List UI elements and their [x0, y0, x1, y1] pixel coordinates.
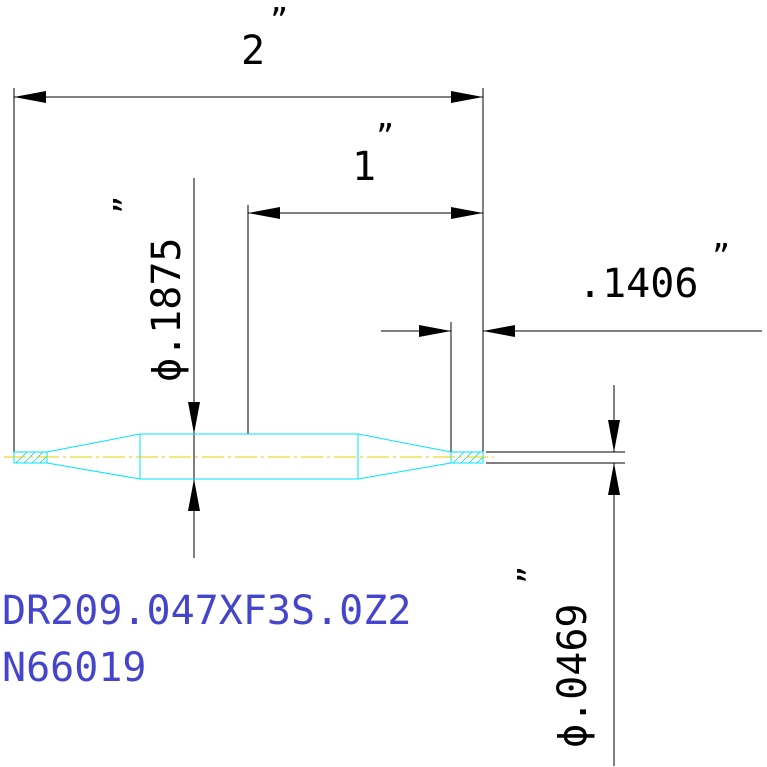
dim-tip-diameter: ϕ.0469 ”	[513, 385, 620, 766]
part-code-label: N66019	[2, 645, 147, 691]
dim-text-body-diameter: ϕ.1875	[144, 238, 190, 383]
arrow-tip-down	[608, 420, 620, 452]
part-number-label: DR209.047XF3S.0Z2	[2, 588, 411, 634]
arrow-left-overall	[14, 91, 46, 103]
arrow-diameter-up	[188, 479, 200, 511]
arrow-right-taper	[451, 207, 483, 219]
dim-end-length: .1406 ”	[381, 239, 762, 337]
dim-body-diameter: ϕ.1875 ”	[109, 196, 200, 511]
dim-text-tip-diameter: ϕ.0469	[550, 604, 596, 749]
inch-mark-body-diameter: ”	[109, 196, 144, 214]
dim-text-end: .1406	[578, 261, 698, 307]
arrow-tip-up	[608, 463, 620, 495]
arrow-right-overall	[451, 91, 483, 103]
dim-taper-length: 1 ”	[248, 119, 483, 219]
arrow-end-left	[419, 325, 451, 337]
left-taper-bottom	[46, 462, 452, 480]
arrow-end-right	[483, 325, 515, 337]
part-labels: DR209.047XF3S.0Z2 N66019	[2, 588, 411, 691]
arrow-diameter-down	[188, 402, 200, 434]
inch-mark-overall: ”	[270, 3, 288, 38]
dim-text-taper: 1	[352, 144, 376, 190]
extension-lines	[13, 88, 625, 558]
dim-overall-length: 2 ”	[14, 3, 483, 103]
inch-mark-tip-diameter: ”	[513, 566, 548, 584]
left-taper-top	[46, 433, 452, 453]
dim-text-overall: 2	[241, 28, 265, 74]
arrow-left-taper	[248, 207, 280, 219]
inch-mark-end: ”	[712, 239, 730, 274]
inch-mark-taper: ”	[376, 119, 394, 154]
